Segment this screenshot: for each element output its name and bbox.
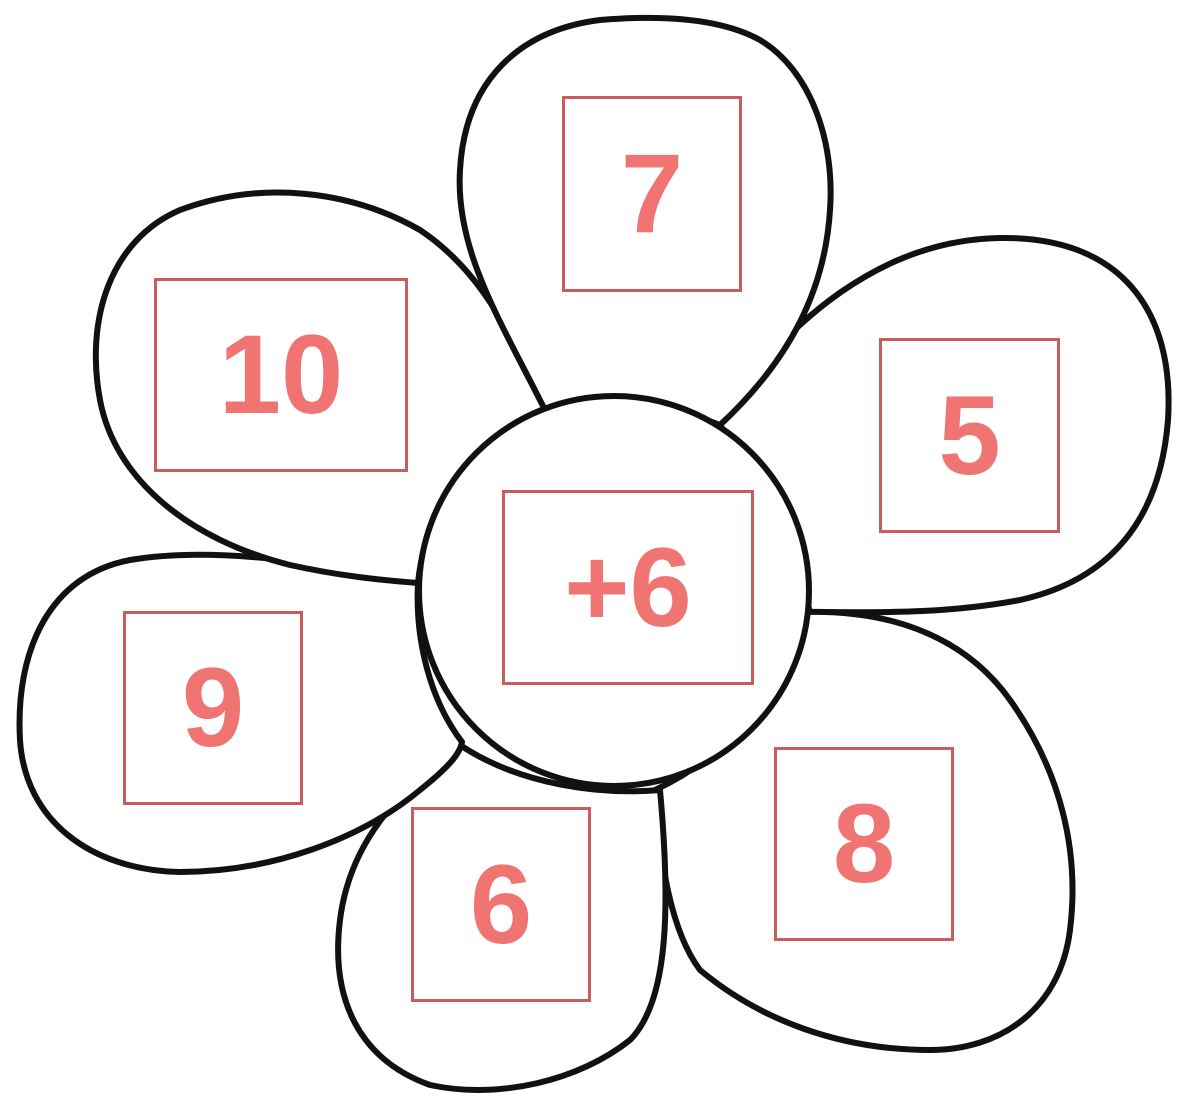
petal-bottom-right-number: 8 <box>833 788 895 900</box>
petal-left-number: 9 <box>182 652 244 764</box>
petal-right-box: 5 <box>879 338 1060 533</box>
petal-right-number: 5 <box>938 380 1000 492</box>
petal-bottom-right-box: 8 <box>774 747 954 941</box>
petal-top-box: 7 <box>562 96 742 292</box>
petal-upper-left-number: 10 <box>219 319 344 431</box>
petal-upper-left-box: 10 <box>154 278 408 472</box>
petal-top-number: 7 <box>621 138 683 250</box>
flower-center-box: +6 <box>502 490 754 685</box>
petal-left-box: 9 <box>123 611 303 805</box>
petal-bottom-left-number: 6 <box>470 849 532 961</box>
flower-center-number: +6 <box>564 532 692 644</box>
petal-bottom-left-box: 6 <box>411 807 591 1002</box>
